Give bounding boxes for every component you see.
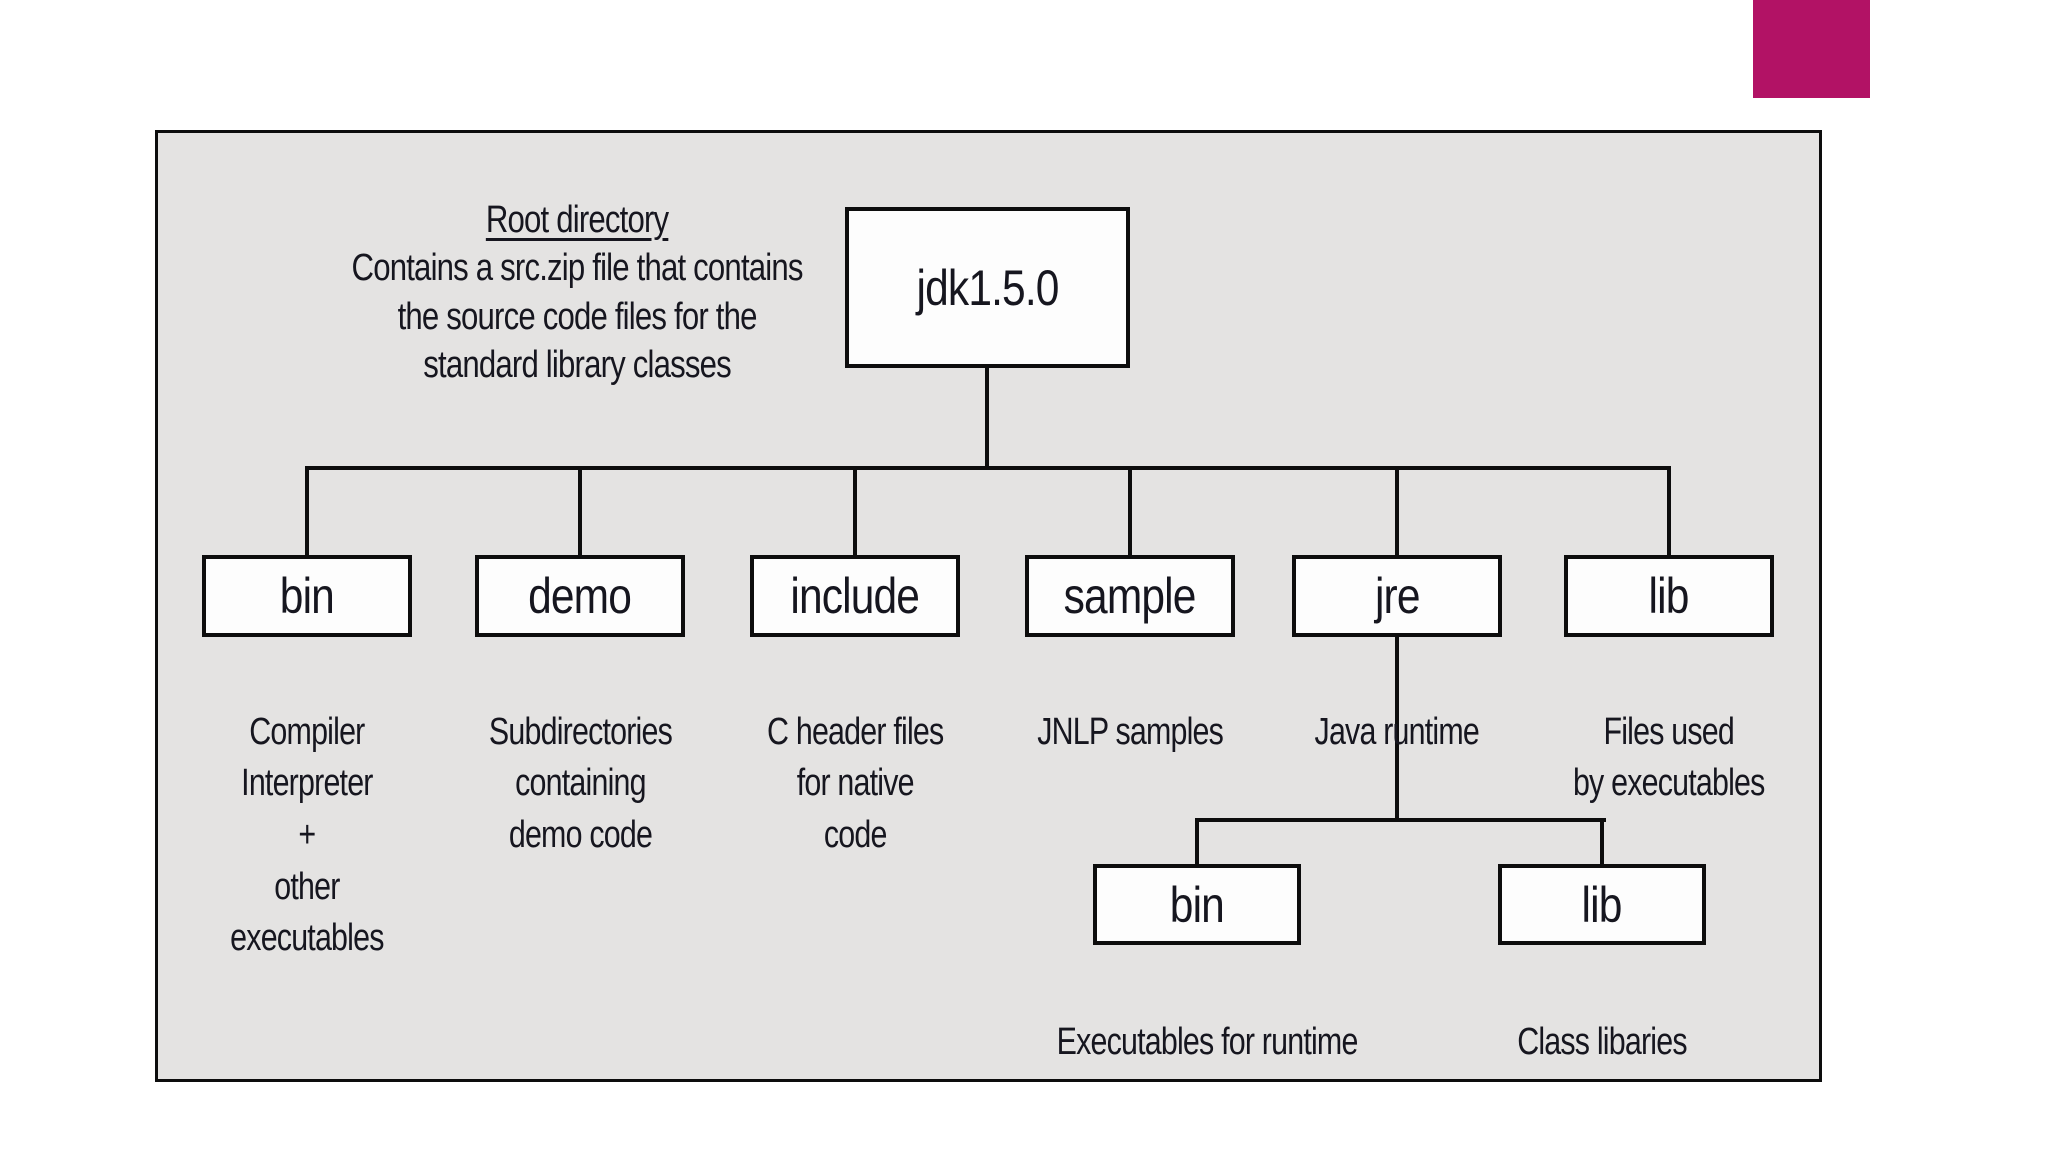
node-jdk150-label: jdk1.5.0 [916, 259, 1059, 316]
root-note-line1: Contains a src.zip file that contains [351, 247, 803, 290]
caption-include-text: C header files for native code [766, 710, 944, 857]
caption-lib: Files used by executables [1459, 655, 1879, 810]
caption-jre-bin-text: Executables for runtime [1056, 1020, 1359, 1063]
node-include: include [750, 555, 960, 637]
node-lib: lib [1564, 555, 1774, 637]
connector-drop-demo [578, 468, 582, 555]
caption-jre-lib: Class libaries [1392, 965, 1812, 1068]
caption-demo: Subdirectories containing demo code [370, 655, 790, 862]
caption-lib-text: Files used by executables [1573, 710, 1765, 805]
accent-square [1753, 0, 1870, 98]
root-note: Root directory Contains a src.zip file t… [277, 196, 877, 389]
node-jre-bin-label: bin [1169, 876, 1225, 933]
connector-drop-bin [305, 468, 309, 555]
caption-bin-text: Compiler Interpreter + other executables [230, 710, 384, 960]
root-note-line2: the source code files for the [397, 295, 757, 338]
connector-drop-jre-bin [1195, 820, 1199, 864]
node-sample: sample [1025, 555, 1235, 637]
connector-level2-horizontal [1195, 818, 1606, 822]
node-jre-lib-label: lib [1582, 876, 1623, 933]
connector-jre-trunk [1395, 637, 1399, 822]
root-note-title: Root directory [485, 199, 669, 241]
node-jre: jre [1292, 555, 1502, 637]
node-lib-label: lib [1649, 568, 1690, 624]
node-include-label: include [790, 568, 921, 624]
caption-jre-text: Java runtime [1314, 710, 1480, 753]
caption-jre-bin: Executables for runtime [987, 965, 1427, 1068]
node-jre-label: jre [1374, 568, 1421, 624]
caption-include: C header files for native code [645, 655, 1065, 862]
node-jre-lib: lib [1498, 864, 1706, 945]
connector-drop-lib [1667, 468, 1671, 555]
connector-drop-jre [1395, 468, 1399, 555]
connector-level1-horizontal [305, 466, 1671, 470]
caption-jre: Java runtime [1187, 655, 1607, 758]
node-bin: bin [202, 555, 412, 637]
connector-drop-sample [1128, 468, 1132, 555]
caption-bin: Compiler Interpreter + other executables [97, 655, 517, 965]
caption-sample-text: JNLP samples [1037, 710, 1224, 753]
node-jdk150: jdk1.5.0 [845, 207, 1130, 368]
node-bin-label: bin [279, 568, 335, 624]
caption-sample: JNLP samples [920, 655, 1340, 758]
node-demo-label: demo [528, 568, 633, 624]
node-demo: demo [475, 555, 685, 637]
caption-demo-text: Subdirectories containing demo code [488, 710, 672, 857]
caption-jre-lib-text: Class libaries [1517, 1020, 1687, 1063]
connector-root-trunk [985, 366, 989, 468]
node-sample-label: sample [1064, 568, 1197, 624]
connector-drop-include [853, 468, 857, 555]
root-note-line3: standard library classes [423, 343, 731, 386]
connector-drop-jre-lib [1600, 820, 1604, 864]
node-jre-bin: bin [1093, 864, 1301, 945]
